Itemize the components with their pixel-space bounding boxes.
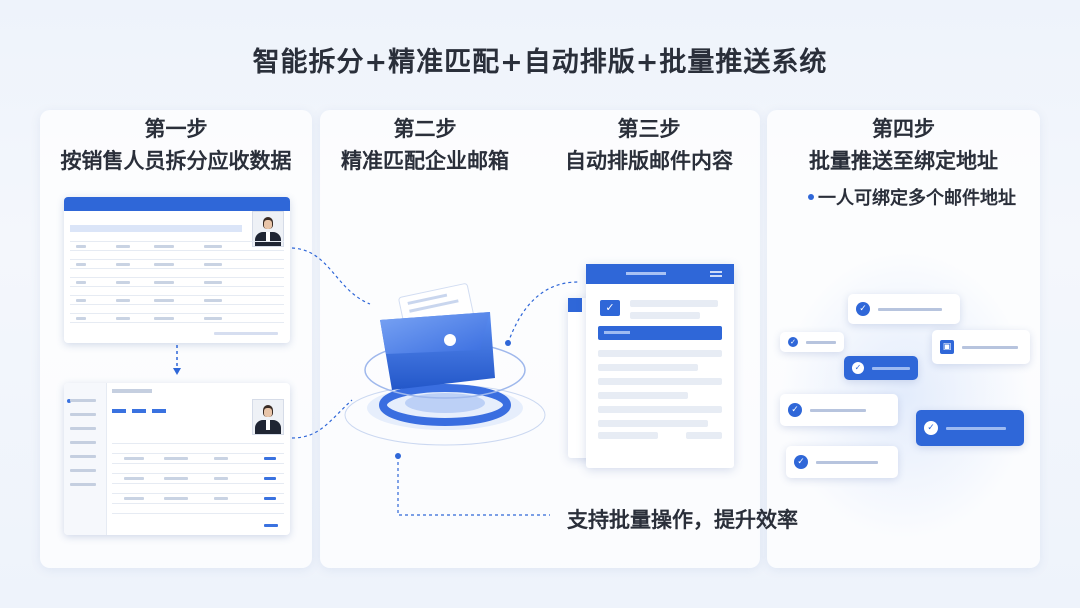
- checkmark-icon: ✓: [924, 421, 938, 435]
- bullet-icon: [808, 194, 814, 200]
- checkmark-icon: ✓: [852, 362, 864, 374]
- email-template-document: ✓: [586, 264, 734, 468]
- notification-card: ✓: [780, 332, 844, 352]
- notification-card: ▣: [932, 330, 1030, 364]
- checkmark-icon: ✓: [794, 455, 808, 469]
- notification-card-highlighted: ✓: [844, 356, 918, 380]
- notification-card-highlighted: ✓: [916, 410, 1024, 446]
- envelope-icon: ✓: [600, 300, 620, 316]
- notification-card: ✓: [848, 294, 960, 324]
- mail-icon: ▣: [940, 340, 954, 354]
- checkmark-icon: ✓: [788, 337, 798, 347]
- notification-card: ✓: [780, 394, 898, 426]
- checkmark-icon: ✓: [856, 302, 870, 316]
- checkmark-icon: ✓: [788, 403, 802, 417]
- batch-caption: 支持批量操作，提升效率: [567, 504, 798, 534]
- step4-note: 一人可绑定多个邮件地址: [818, 184, 1016, 210]
- notification-card: ✓: [786, 446, 898, 478]
- step4-note-row: 一人可绑定多个邮件地址: [808, 184, 1016, 210]
